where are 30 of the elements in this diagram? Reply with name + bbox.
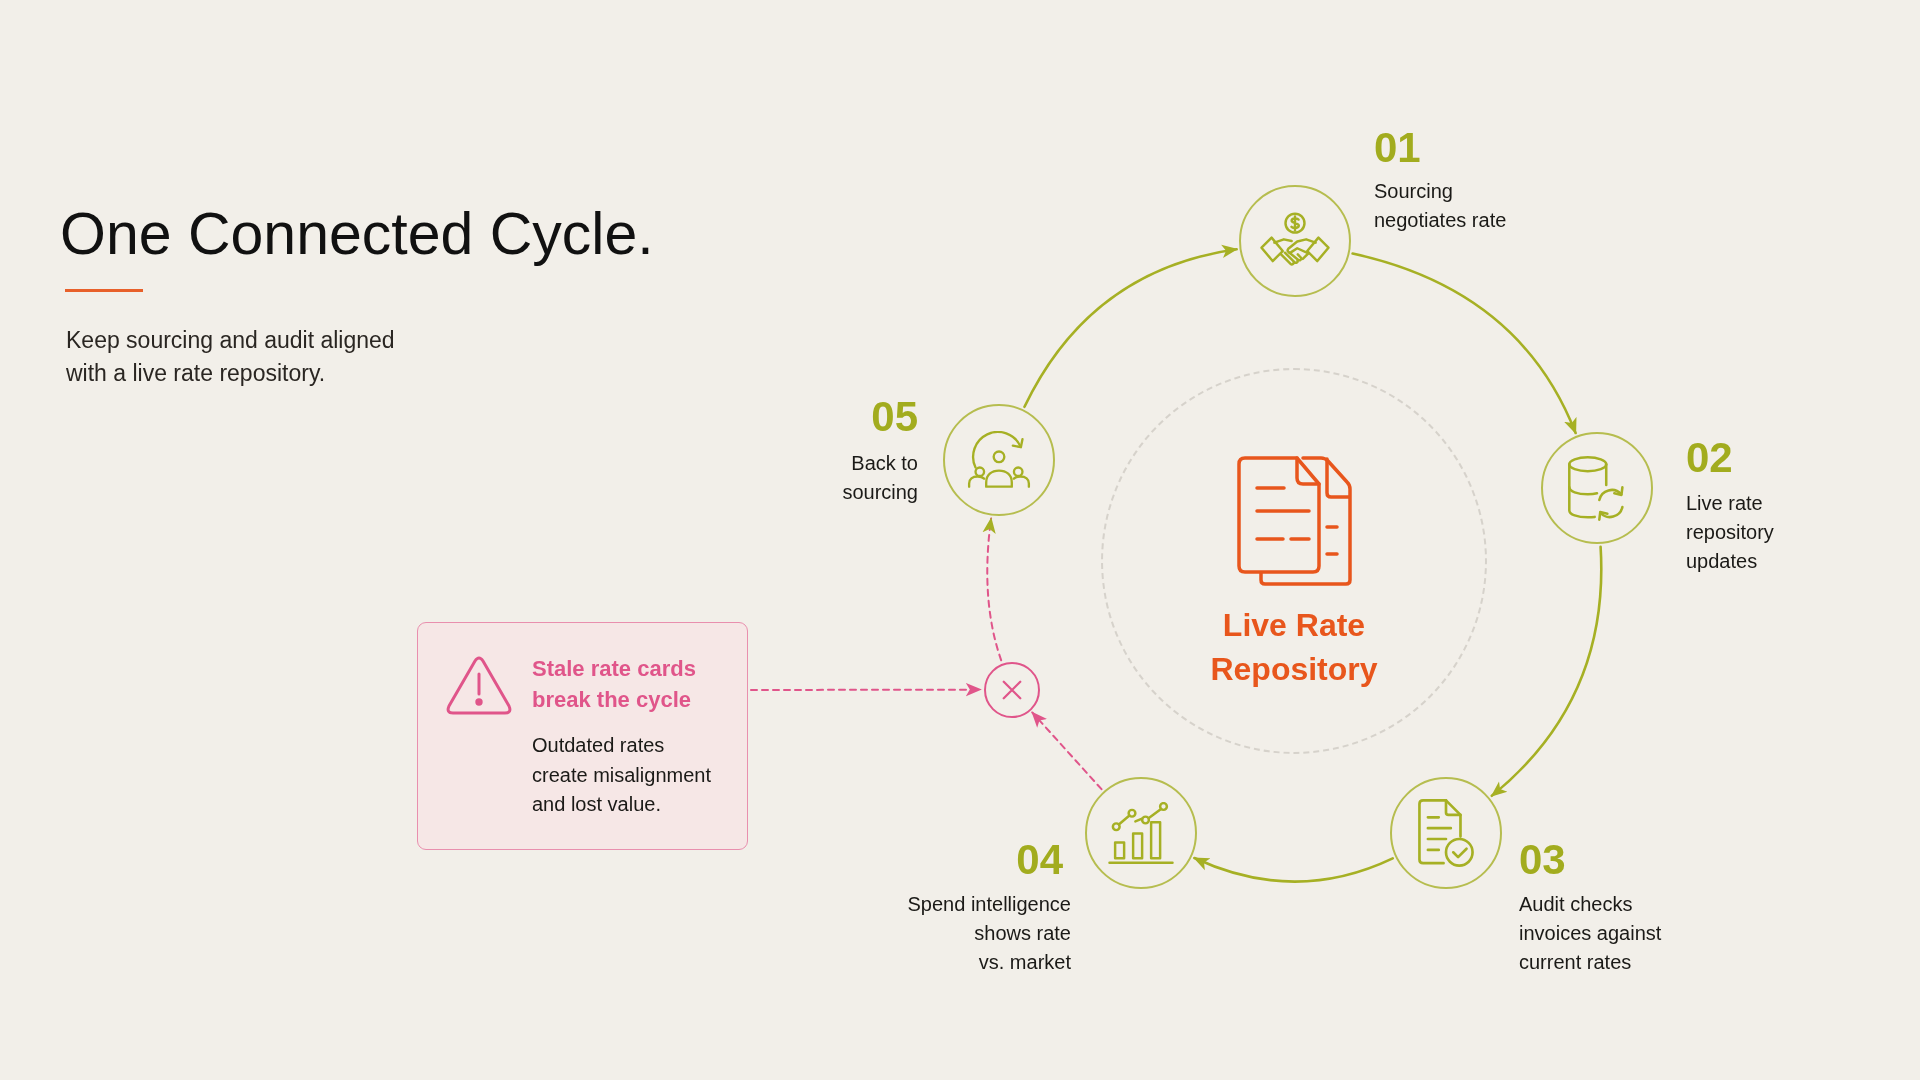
dashed-arrow: [982, 517, 1003, 662]
dashed-arrow: [1031, 711, 1103, 791]
subtitle: Keep sourcing and audit aligned with a live rate repository.: [66, 326, 395, 388]
step-description: Audit checks invoices against current rates: [1519, 892, 1662, 975]
arrow: [1023, 245, 1238, 409]
warning-card: [417, 622, 748, 850]
step-circle: [1239, 185, 1351, 297]
step-circle: [1390, 777, 1502, 889]
arrow: [1490, 545, 1603, 798]
step-number: 01: [1374, 127, 1421, 169]
dashed-arrow: [750, 682, 982, 697]
hub-title: Live Rate Repository: [1210, 606, 1378, 689]
warning-title: Stale rate cards break the cycle: [532, 655, 696, 714]
step-circle: [943, 404, 1055, 516]
error-circle: [983, 661, 1040, 718]
arrow: [1193, 856, 1394, 883]
arrow: [1351, 252, 1577, 435]
step-number: 03: [1519, 839, 1566, 881]
step-description: Back to sourcing: [842, 451, 918, 505]
step-number: 05: [871, 396, 918, 438]
hub-circle: [1101, 368, 1487, 754]
step-number: 02: [1686, 437, 1733, 479]
title: One Connected Cycle.: [60, 200, 654, 269]
warning-text: Outdated rates create misalignment and lost value.: [532, 733, 711, 817]
step-number: 04: [1016, 839, 1063, 881]
step-description: Spend intelligence shows rate vs. market: [907, 892, 1071, 975]
step-circle: [1085, 777, 1197, 889]
step-description: Sourcing negotiates rate: [1374, 179, 1507, 233]
step-description: Live rate repository updates: [1686, 491, 1774, 574]
step-circle: [1541, 432, 1653, 544]
